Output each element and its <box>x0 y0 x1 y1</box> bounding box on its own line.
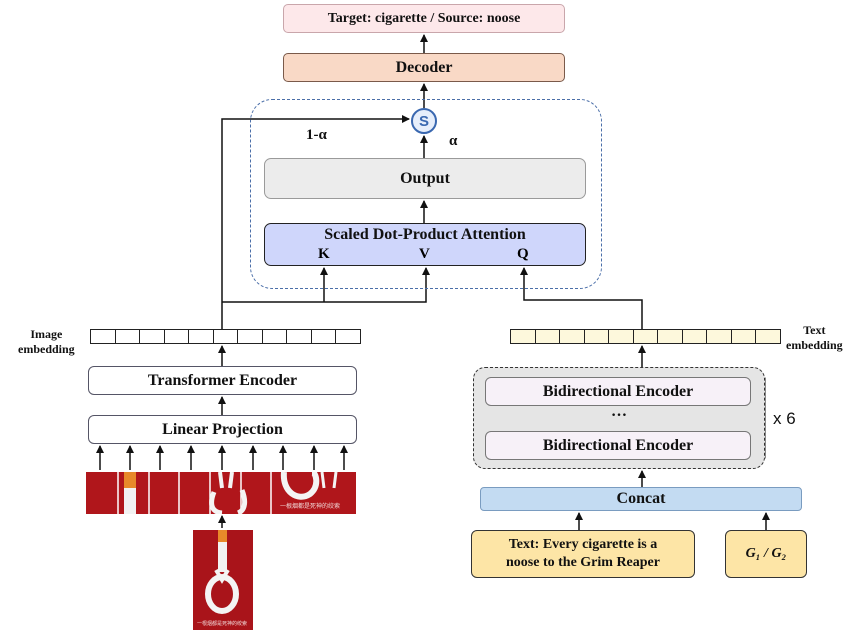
linear-projection-block: Linear Projection <box>88 415 357 444</box>
text-input-box: Text: Every cigarette is a noose to the … <box>471 530 695 578</box>
text-embedding-vector <box>510 329 781 344</box>
g-input-box: G₁ / G₂ <box>725 530 807 578</box>
target-source-label: Target: cigarette / Source: noose <box>283 4 565 33</box>
transformer-encoder-block: Transformer Encoder <box>88 366 357 395</box>
ellipsis: … <box>611 403 627 420</box>
decoder-block: Decoder <box>283 53 565 82</box>
image-patches-strip: 一根烟都是死神的绞索 <box>86 472 356 514</box>
concat-block: Concat <box>480 487 802 511</box>
attention-title: Scaled Dot-Product Attention <box>324 226 526 243</box>
text-embedding-label: Text embedding <box>786 323 843 352</box>
noose-poster: 一根烟都是死神的绞索 <box>193 530 253 630</box>
sum-node: S <box>411 108 437 134</box>
patch-caption: 一根烟都是死神的绞索 <box>280 502 340 510</box>
repeat-count: x 6 <box>773 409 796 428</box>
attention-fusion-group <box>250 99 602 289</box>
scaled-dot-product-attention-block: Scaled Dot-Product Attention <box>264 223 586 266</box>
output-block: Output <box>264 158 586 199</box>
bidirectional-encoder-bottom: Bidirectional Encoder <box>485 431 751 460</box>
poster-caption: 一根烟都是死神的绞索 <box>197 620 247 627</box>
image-embedding-label: Image embedding <box>18 327 75 356</box>
key-label: K <box>318 246 330 262</box>
image-embedding-vector <box>90 329 361 344</box>
one-minus-alpha-label: 1-α <box>306 127 327 143</box>
value-label: V <box>419 246 430 262</box>
alpha-label: α <box>449 133 458 149</box>
noose-patches-image: 一根烟都是死神的绞索 <box>86 472 356 514</box>
bidirectional-encoder-top: Bidirectional Encoder <box>485 377 751 406</box>
noose-poster-image: 一根烟都是死神的绞索 <box>193 530 253 630</box>
query-label: Q <box>517 246 529 262</box>
